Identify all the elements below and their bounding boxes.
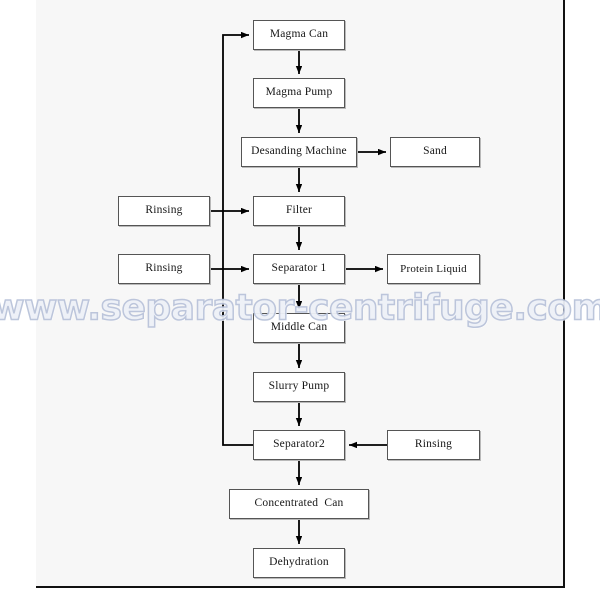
node-separator-2[interactable]: Separator2 (253, 430, 345, 460)
node-rinsing-separator2[interactable]: Rinsing (387, 430, 480, 460)
node-concentrated-can[interactable]: Concentrated Can (229, 489, 369, 519)
node-desanding-machine[interactable]: Desanding Machine (241, 137, 357, 167)
node-protein-liquid[interactable]: Protein Liquid (387, 254, 480, 284)
node-slurry-pump[interactable]: Slurry Pump (253, 372, 345, 402)
node-middle-can[interactable]: Middle Can (253, 313, 345, 343)
node-magma-can[interactable]: Magma Can (253, 20, 345, 50)
node-rinsing-separator1[interactable]: Rinsing (118, 254, 210, 284)
node-filter[interactable]: Filter (253, 196, 345, 226)
node-sand[interactable]: Sand (390, 137, 480, 167)
node-magma-pump[interactable]: Magma Pump (253, 78, 345, 108)
node-rinsing-filter[interactable]: Rinsing (118, 196, 210, 226)
node-separator-1[interactable]: Separator 1 (253, 254, 345, 284)
node-dehydration[interactable]: Dehydration (253, 548, 345, 578)
edge-separator2-recycle-to-magma-can (222, 31, 253, 446)
